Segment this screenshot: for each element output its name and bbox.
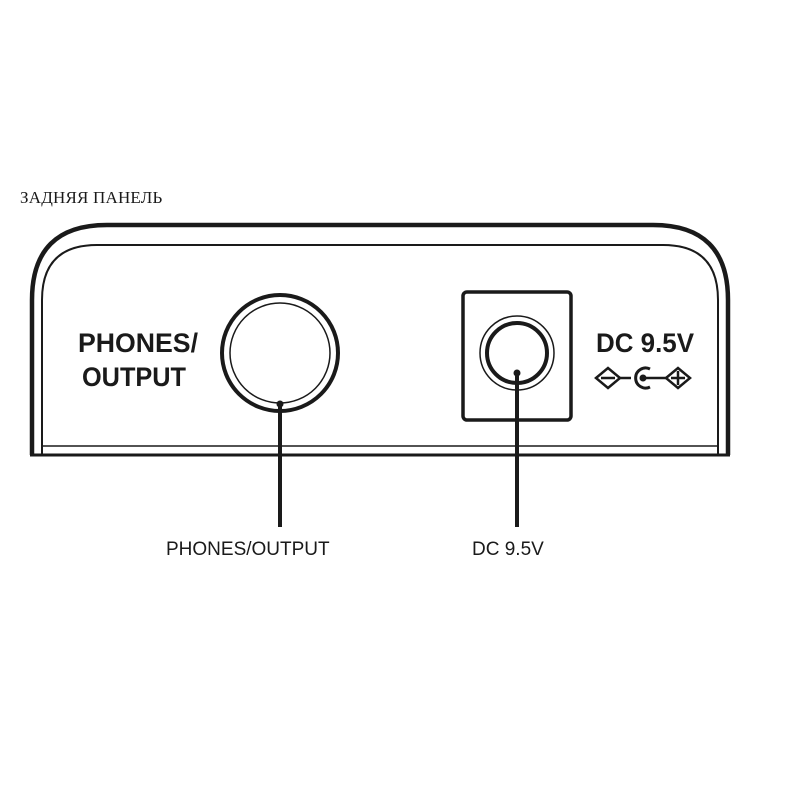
phones-panel-label-line2: OUTPUT: [82, 362, 186, 392]
section-title: ЗАДНЯЯ ПАНЕЛЬ: [20, 188, 163, 207]
positive-polarity-icon: [664, 366, 692, 390]
phones-jack: [220, 293, 340, 413]
panel-housing-inner: [41, 244, 719, 455]
panel-housing-outer: [29, 222, 731, 455]
dc-callout-line: [513, 369, 521, 527]
phones-callout-line: [276, 400, 284, 527]
phones-output-callout-label: PHONES/OUTPUT: [166, 539, 330, 560]
dc-panel-label: DC 9.5V: [596, 328, 694, 358]
dc-callout-label: DC 9.5V: [472, 539, 544, 560]
center-pin-icon: [634, 366, 651, 390]
polarity-symbol: [594, 366, 692, 390]
phones-panel-label-line1: PHONES/: [78, 328, 198, 358]
